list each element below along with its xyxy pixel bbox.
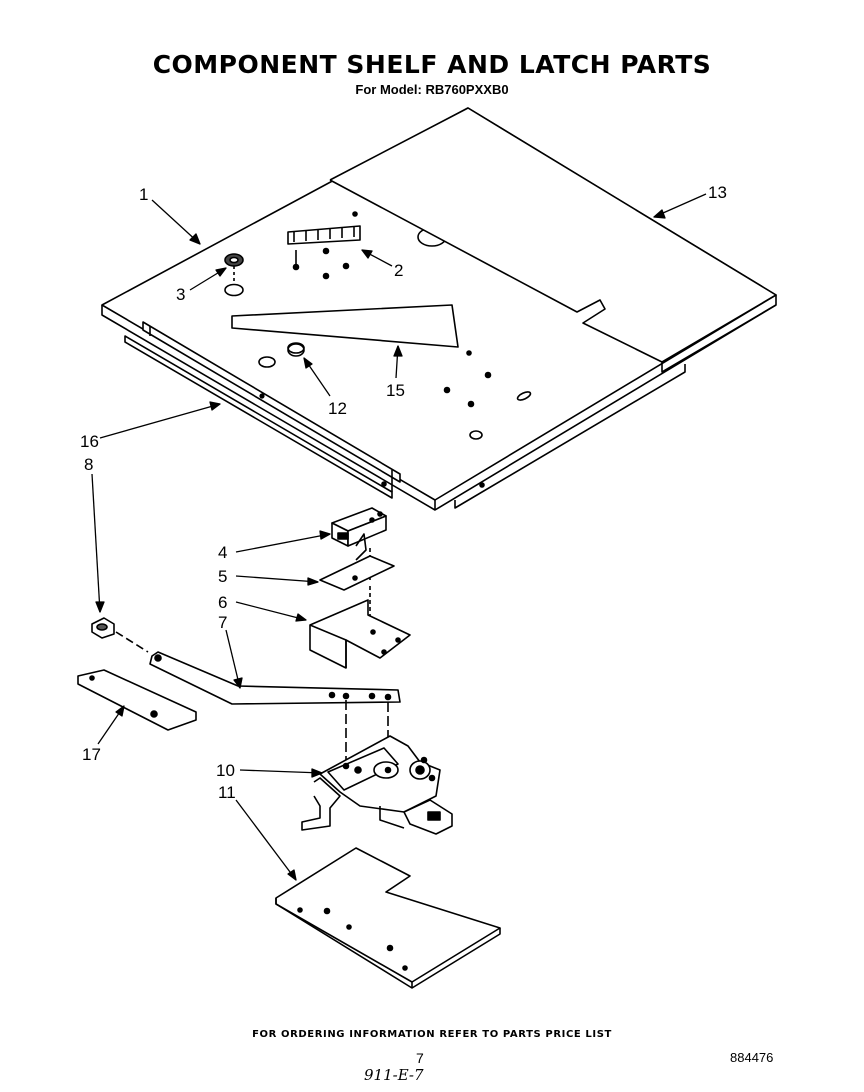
callout-12: 12: [328, 399, 347, 418]
callout-16: 16: [80, 432, 99, 451]
latch-cover-plate: [275, 847, 501, 989]
latch-bushing: [91, 617, 149, 653]
shelf-cover-panel: [329, 107, 777, 373]
door-latch-assembly: [301, 735, 453, 835]
callout-10: 10: [216, 761, 235, 780]
callout-leaders: [91, 193, 707, 881]
callout-4: 4: [218, 543, 227, 562]
callout-5: 5: [218, 567, 227, 586]
callout-7: 7: [218, 613, 227, 632]
callout-labels: 1 2 3 4 5 6 7 8 10 11 12 13 15 16 17: [80, 183, 727, 802]
terminal-block: [287, 225, 361, 264]
latch-plate: [77, 669, 197, 731]
callout-17: 17: [82, 745, 101, 764]
callout-1: 1: [139, 185, 148, 204]
side-channel: [124, 321, 401, 499]
callout-3: 3: [176, 285, 185, 304]
callout-15: 15: [386, 381, 405, 400]
callout-11: 11: [218, 783, 236, 802]
page-number: 7: [416, 1050, 424, 1066]
switch-bracket: [309, 599, 411, 669]
latch-link-rod: [149, 651, 401, 770]
ordering-note: FOR ORDERING INFORMATION REFER TO PARTS …: [252, 1029, 612, 1040]
page-title: COMPONENT SHELF AND LATCH PARTS: [152, 50, 712, 79]
grommet: [224, 253, 244, 297]
document-number: 884476: [730, 1050, 774, 1065]
callout-8: 8: [84, 455, 93, 474]
model-number: For Model: RB760PXXB0: [355, 82, 509, 97]
hole-plug: [287, 342, 305, 357]
callout-2: 2: [394, 261, 403, 280]
handwritten-note: 911-E-7: [364, 1066, 424, 1084]
callout-6: 6: [218, 593, 227, 612]
callout-13: 13: [708, 183, 727, 202]
air-baffle: [231, 304, 459, 348]
